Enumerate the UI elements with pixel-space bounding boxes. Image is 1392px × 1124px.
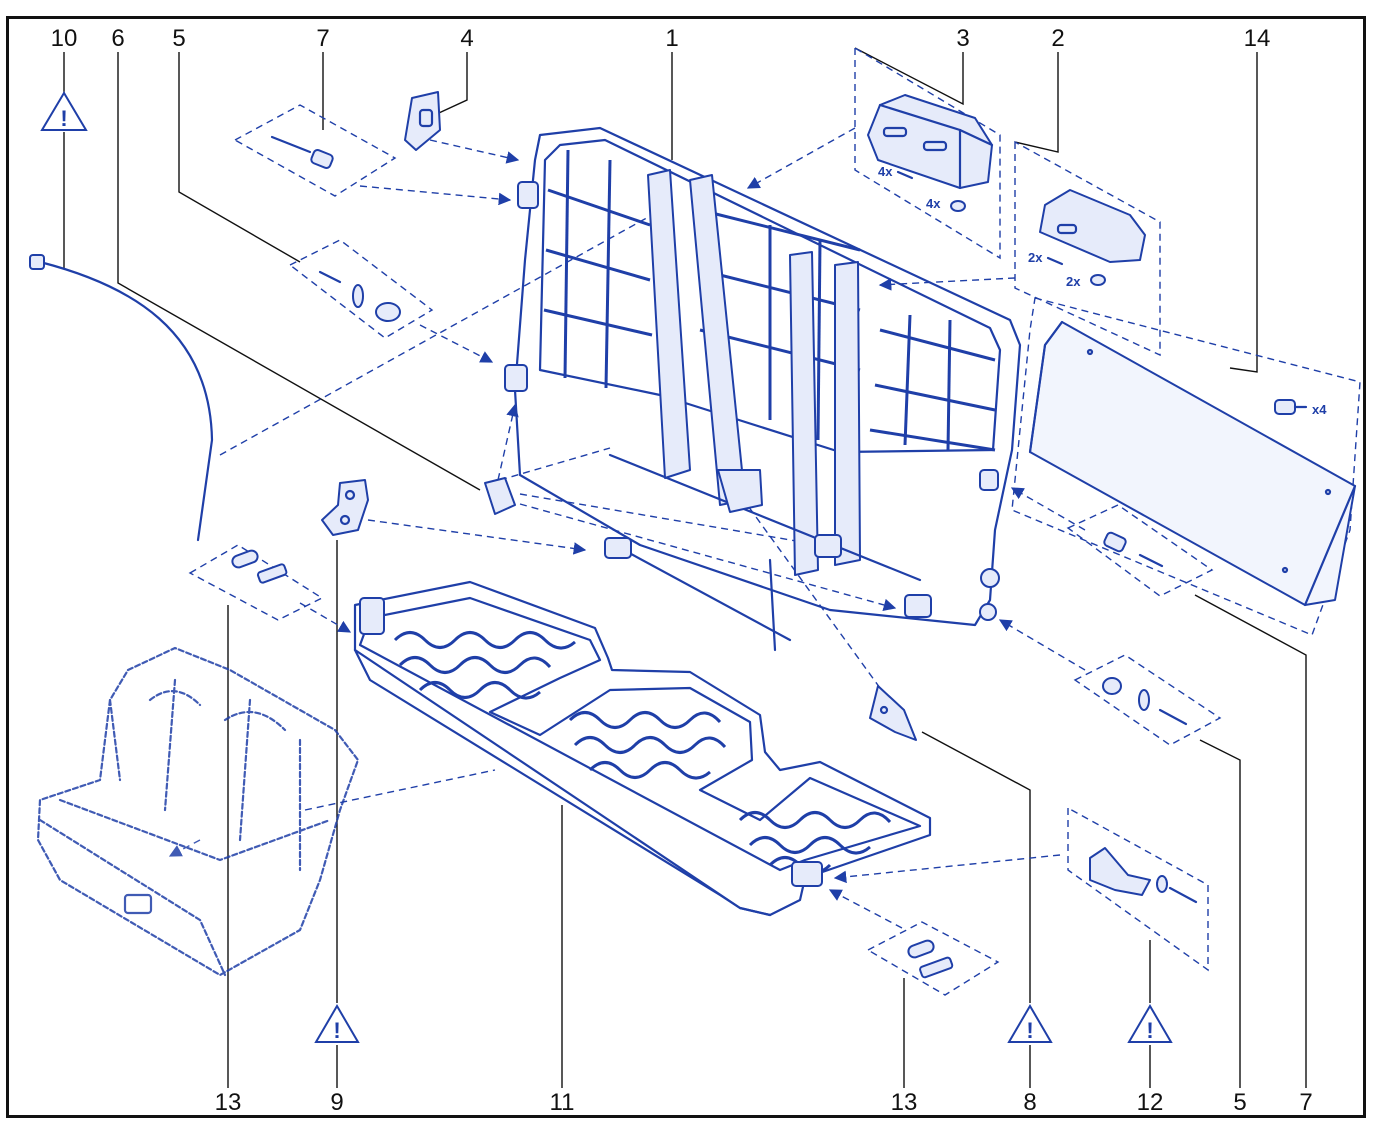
part-13-plates-left xyxy=(231,549,288,584)
warning-triangle-icon: ! xyxy=(314,1004,360,1043)
label-5-bottom: 5 xyxy=(1233,1089,1246,1116)
part-4-latch xyxy=(404,91,441,151)
label-13-bottom-left: 13 xyxy=(215,1089,242,1116)
part-7-right-bolt-spacer xyxy=(1103,531,1164,568)
label-7-bottom: 7 xyxy=(1299,1089,1312,1116)
qty-14-clips: x4 xyxy=(1312,402,1327,417)
part-8-cover xyxy=(869,685,917,741)
qty-3-nuts: 4x xyxy=(926,196,941,211)
label-4-top: 4 xyxy=(460,25,473,52)
assembly-arrows xyxy=(219,127,1086,929)
part-9-hinge xyxy=(321,479,369,536)
warning-mark: ! xyxy=(60,106,67,131)
dashed-group-boxes xyxy=(188,46,1361,996)
label-5-top: 5 xyxy=(172,25,185,52)
label-3-top: 3 xyxy=(956,25,969,52)
label-8-bottom: 8 xyxy=(1023,1089,1036,1116)
diagram-frame xyxy=(6,16,1366,1118)
label-6-top: 6 xyxy=(111,25,124,52)
part-2-side-block: 2x 2x xyxy=(1028,189,1146,289)
warning-triangle-icon: ! xyxy=(1127,1004,1173,1043)
part-10-cable xyxy=(29,254,214,542)
warning-mark: ! xyxy=(1026,1018,1033,1043)
part-5-right-bolt-washer xyxy=(1102,677,1188,726)
label-11-bottom: 11 xyxy=(550,1089,575,1116)
part-12-bracket xyxy=(1089,847,1198,904)
reference-full-seat xyxy=(36,646,360,977)
part-13-plates-right xyxy=(907,939,954,979)
label-12-bottom: 12 xyxy=(1137,1089,1164,1116)
part-1-backrest-frame xyxy=(504,126,1022,652)
warning-mark: ! xyxy=(1146,1018,1153,1043)
warning-triangle-icon: ! xyxy=(1007,1004,1053,1043)
label-14-top: 14 xyxy=(1244,25,1271,52)
qty-2-nuts: 2x xyxy=(1066,274,1081,289)
part-5-bolt-washer xyxy=(318,270,401,322)
part-6-bracket xyxy=(484,477,516,515)
qty-3-screws: 4x xyxy=(878,164,893,179)
warning-mark: ! xyxy=(333,1018,340,1043)
backrest-grid xyxy=(543,149,996,452)
label-1-top: 1 xyxy=(665,25,678,52)
leader-lines xyxy=(63,47,1307,1088)
part-14-rear-panel: x4 xyxy=(1028,320,1357,607)
label-10-top: 10 xyxy=(51,25,78,52)
part-3-armrest-block: 4x 4x xyxy=(867,94,994,212)
qty-2-screws: 2x xyxy=(1028,250,1043,265)
label-7-top: 7 xyxy=(316,25,329,52)
label-2-top: 2 xyxy=(1051,25,1064,52)
part-7-bolt-spacer xyxy=(270,135,334,170)
label-13-bottom-right: 13 xyxy=(891,1089,918,1116)
warning-triangle-icon: ! xyxy=(40,91,88,131)
label-9-bottom: 9 xyxy=(330,1089,343,1116)
part-11-seat-frame xyxy=(353,580,932,917)
